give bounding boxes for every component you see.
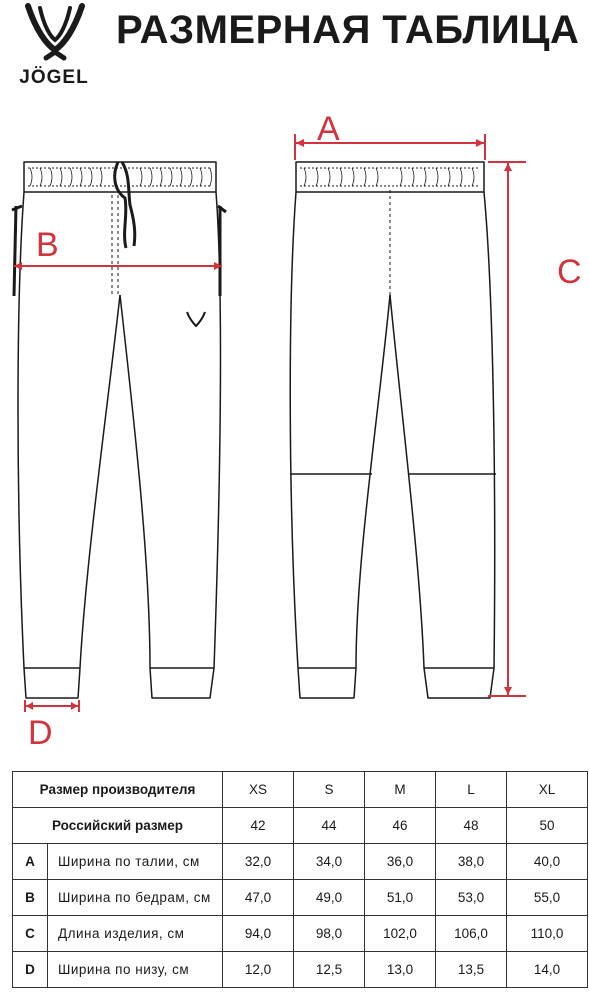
value-cell: 36,0 bbox=[364, 843, 436, 880]
front-view-pants bbox=[11, 161, 227, 699]
table-row: A Ширина по талии, см 32,0 34,0 36,0 38,… bbox=[12, 843, 588, 880]
value-cell: 51,0 bbox=[364, 879, 436, 916]
dimension-b-label: B bbox=[36, 226, 59, 264]
dimension-b-line bbox=[14, 262, 222, 270]
row-label: Ширина по низу, см bbox=[47, 951, 223, 988]
dimension-c-line bbox=[488, 161, 526, 697]
table-row: B Ширина по бедрам, см 47,0 49,0 51,0 53… bbox=[12, 879, 588, 916]
row-label: Ширина по бедрам, см bbox=[47, 879, 223, 916]
size-cell: M bbox=[364, 771, 436, 808]
dimension-d-line bbox=[24, 700, 80, 712]
size-cell: XS bbox=[222, 771, 294, 808]
brand-logo: JÖGEL bbox=[0, 0, 110, 100]
value-cell: 32,0 bbox=[222, 843, 294, 880]
row-letter: B bbox=[12, 879, 48, 916]
value-cell: 102,0 bbox=[364, 915, 436, 952]
value-cell: 55,0 bbox=[506, 879, 588, 916]
brand-mark-icon bbox=[25, 3, 85, 61]
size-table: Размер производителя XS S M L XL Российс… bbox=[12, 771, 588, 988]
brand-wordmark: JÖGEL bbox=[19, 67, 89, 88]
row-label: Ширина по талии, см bbox=[47, 843, 223, 880]
page-title: РАЗМЕРНАЯ ТАБЛИЦА bbox=[116, 8, 580, 52]
row-letter: D bbox=[12, 951, 48, 988]
value-cell: 38,0 bbox=[435, 843, 507, 880]
manufacturer-size-header: Размер производителя bbox=[12, 771, 223, 808]
size-cell: S bbox=[293, 771, 365, 808]
value-cell: 40,0 bbox=[506, 843, 588, 880]
dimension-a-line bbox=[294, 134, 486, 160]
value-cell: 110,0 bbox=[506, 915, 588, 952]
back-view-pants bbox=[289, 161, 496, 699]
dimension-a-label: A bbox=[317, 110, 340, 148]
value-cell: 13,5 bbox=[435, 951, 507, 988]
russian-size-cell: 46 bbox=[364, 807, 436, 844]
row-label: Длина изделия, см bbox=[47, 915, 223, 952]
dimension-c-label: C bbox=[557, 253, 582, 291]
value-cell: 12,5 bbox=[293, 951, 365, 988]
russian-size-header: Российский размер bbox=[12, 807, 223, 844]
dimension-d-label: D bbox=[28, 714, 53, 752]
value-cell: 13,0 bbox=[364, 951, 436, 988]
russian-size-cell: 42 bbox=[222, 807, 294, 844]
russian-size-cell: 50 bbox=[506, 807, 588, 844]
size-cell: XL bbox=[506, 771, 588, 808]
value-cell: 34,0 bbox=[293, 843, 365, 880]
value-cell: 14,0 bbox=[506, 951, 588, 988]
value-cell: 106,0 bbox=[435, 915, 507, 952]
russian-size-cell: 48 bbox=[435, 807, 507, 844]
value-cell: 49,0 bbox=[293, 879, 365, 916]
row-letter: C bbox=[12, 915, 48, 952]
pants-technical-drawing bbox=[11, 134, 526, 712]
value-cell: 98,0 bbox=[293, 915, 365, 952]
value-cell: 12,0 bbox=[222, 951, 294, 988]
table-row: C Длина изделия, см 94,0 98,0 102,0 106,… bbox=[12, 915, 588, 952]
russian-size-cell: 44 bbox=[293, 807, 365, 844]
value-cell: 53,0 bbox=[435, 879, 507, 916]
size-cell: L bbox=[435, 771, 507, 808]
table-row-russian-size: Российский размер 42 44 46 48 50 bbox=[12, 807, 588, 844]
table-row: D Ширина по низу, см 12,0 12,5 13,0 13,5… bbox=[12, 951, 588, 988]
table-row-manufacturer-size: Размер производителя XS S M L XL bbox=[12, 771, 588, 808]
value-cell: 47,0 bbox=[222, 879, 294, 916]
value-cell: 94,0 bbox=[222, 915, 294, 952]
row-letter: A bbox=[12, 843, 48, 880]
